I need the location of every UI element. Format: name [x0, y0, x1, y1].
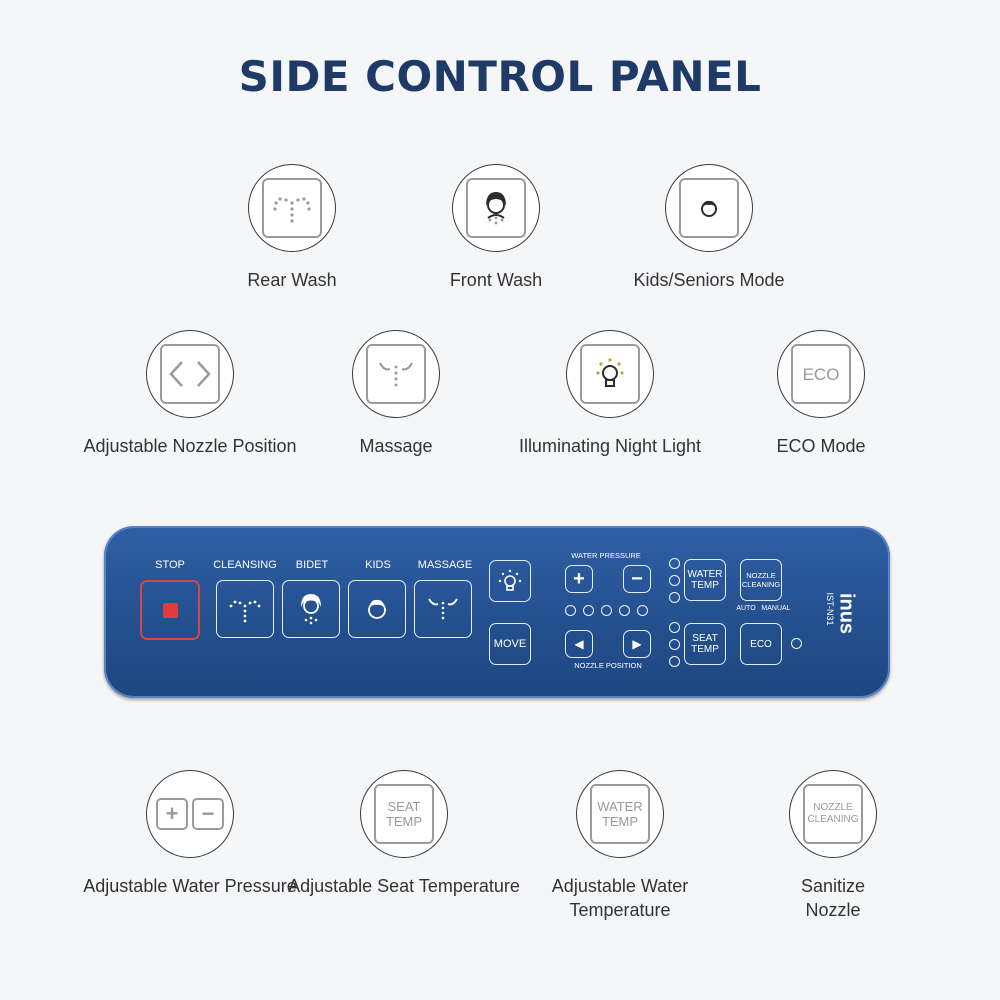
bidet-button[interactable] [282, 580, 340, 638]
plus-icon: + [573, 567, 585, 590]
rear-wash-icon [229, 600, 261, 623]
arrow-left-icon: ◀ [574, 637, 584, 651]
arrow-right-icon: ▶ [632, 637, 642, 651]
feature-label: Rear Wash [247, 270, 337, 290]
eco-icon: ECO [791, 344, 851, 404]
water-temp-button[interactable]: WATER TEMP [684, 559, 726, 601]
stop-button[interactable] [140, 580, 200, 640]
move-button[interactable]: MOVE [489, 623, 531, 665]
feature-circle [566, 330, 654, 418]
massage-label: MASSAGE [417, 559, 473, 571]
manual-label: MANUAL [761, 605, 791, 612]
feature-circle [452, 164, 540, 252]
pressure-level-led [619, 605, 630, 616]
seat-temp-led [669, 656, 680, 667]
feature-label: Front Wash [449, 270, 543, 290]
feature-kids-mode: Kids/Seniors Mode [589, 164, 829, 292]
feature-rear-wash: Rear Wash [172, 164, 412, 292]
feature-circle: + − [146, 770, 234, 858]
feature-circle [352, 330, 440, 418]
feature-label: Illuminating Night Light [518, 436, 702, 456]
feature-circle: SEAT TEMP [360, 770, 448, 858]
water-pressure-label: WATER PRESSURE [571, 551, 641, 560]
auto-label: AUTO [736, 605, 756, 612]
water-temp-led [669, 558, 680, 569]
night-light-button[interactable] [489, 560, 531, 602]
massage-icon [428, 598, 458, 620]
feature-circle: WATER TEMP [576, 770, 664, 858]
kids-button[interactable] [348, 580, 406, 638]
pressure-level-led [601, 605, 612, 616]
feature-sanitize-nozzle: NOZZLE CLEANING Sanitize Nozzle [713, 770, 953, 922]
pressure-level-led [637, 605, 648, 616]
side-control-panel: STOP CLEANSING BIDET KIDS MASSAGE [104, 526, 890, 698]
feature-circle: ECO [777, 330, 865, 418]
cleansing-label: CLEANSING [213, 559, 277, 571]
front-wash-icon [301, 594, 321, 625]
water-pressure-minus-button[interactable]: − [623, 565, 651, 593]
feature-label: Adjustable Water Pressure [83, 876, 297, 896]
pressure-level-led [565, 605, 576, 616]
nozzle-position-icon [160, 344, 220, 404]
night-light-icon [498, 569, 522, 591]
minus-icon: − [631, 567, 643, 590]
feature-label: Sanitize Nozzle [800, 876, 866, 920]
model-number: IST-N31 [825, 592, 835, 626]
stop-icon [162, 602, 178, 618]
feature-massage: Massage [276, 330, 516, 458]
page-title: SIDE CONTROL PANEL [238, 52, 762, 101]
feature-label: Kids/Seniors Mode [633, 270, 785, 290]
massage-icon [366, 344, 426, 404]
feature-label: Adjustable Water Temperature [551, 876, 689, 920]
nozzle-cleaning-button[interactable]: NOZZLE CLEANING [740, 559, 782, 601]
feature-label: ECO Mode [776, 436, 866, 456]
seat-temp-button[interactable]: SEAT TEMP [684, 623, 726, 665]
nozzle-cleaning-icon: NOZZLE CLEANING [803, 784, 863, 844]
water-temp-icon: WATER TEMP [590, 784, 650, 844]
feature-label: Adjustable Nozzle Position [83, 436, 297, 456]
seat-temp-led [669, 639, 680, 650]
nozzle-position-label: NOZZLE POSITION [574, 661, 642, 670]
kids-icon [679, 178, 739, 238]
eco-led [791, 638, 802, 649]
water-pressure-plus-button[interactable]: + [565, 565, 593, 593]
cleansing-button[interactable] [216, 580, 274, 638]
feature-front-wash: Front Wash [376, 164, 616, 292]
feature-nozzle-position: Adjustable Nozzle Position [70, 330, 310, 458]
front-wash-icon [466, 178, 526, 238]
eco-button[interactable]: ECO [740, 623, 782, 665]
feature-water-pressure: + − Adjustable Water Pressure [70, 770, 310, 898]
pressure-level-led [583, 605, 594, 616]
feature-eco: ECO ECO Mode [701, 330, 941, 458]
kids-label: KIDS [365, 559, 391, 571]
massage-button[interactable] [414, 580, 472, 638]
bidet-label: BIDET [295, 559, 329, 571]
nozzle-left-button[interactable]: ◀ [565, 630, 593, 658]
feature-circle [248, 164, 336, 252]
feature-night-light: Illuminating Night Light [490, 330, 730, 458]
feature-water-temp: WATER TEMP Adjustable Water Temperature [500, 770, 740, 922]
water-temp-led [669, 592, 680, 603]
feature-seat-temp: SEAT TEMP Adjustable Seat Temperature [284, 770, 524, 898]
feature-label: Adjustable Seat Temperature [288, 876, 520, 896]
feature-circle [665, 164, 753, 252]
seat-temp-led [669, 622, 680, 633]
rear-wash-icon [262, 178, 322, 238]
night-light-icon [580, 344, 640, 404]
feature-label: Massage [359, 436, 433, 456]
seat-temp-icon: SEAT TEMP [374, 784, 434, 844]
water-temp-led [669, 575, 680, 586]
plus-minus-icon: + − [156, 798, 224, 830]
feature-circle [146, 330, 234, 418]
brand-logo: inus [835, 592, 858, 635]
feature-circle: NOZZLE CLEANING [789, 770, 877, 858]
nozzle-right-button[interactable]: ▶ [623, 630, 651, 658]
stop-label: STOP [155, 559, 185, 571]
kids-icon [368, 599, 386, 619]
